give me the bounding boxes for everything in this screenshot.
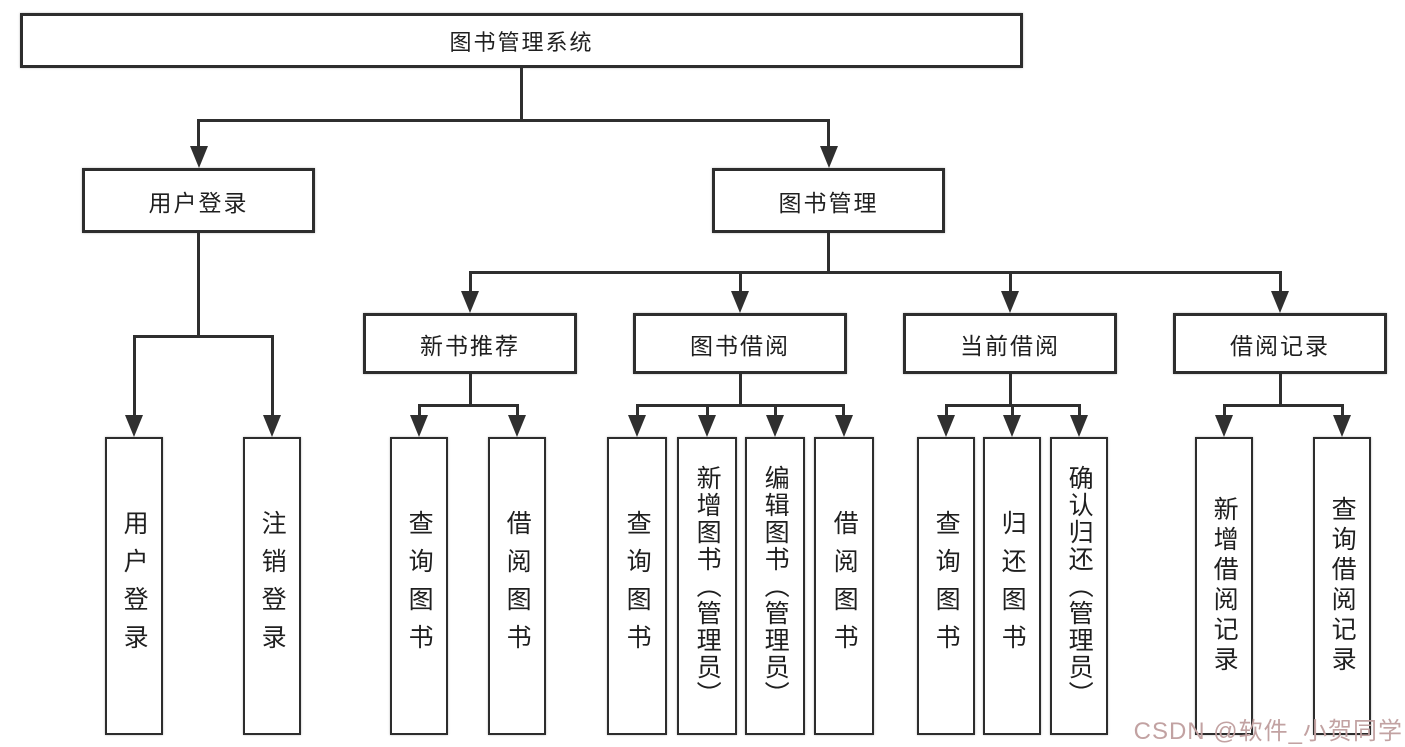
connector-line — [418, 404, 421, 418]
leaf-label: 用户登录 — [120, 510, 149, 662]
leaf-label: 编辑图书（管理员） — [761, 464, 790, 708]
connector-line — [1223, 404, 1226, 418]
arrow-down — [1333, 415, 1351, 437]
connector-line — [1279, 271, 1282, 296]
leaf-label: 确认归还（管理员） — [1065, 464, 1094, 708]
connector-line — [827, 119, 830, 150]
arrow-down — [461, 291, 479, 313]
node-borrowing-records: 借阅记录 — [1173, 313, 1387, 374]
leaf-add-borrow-record: 新增借阅记录 — [1195, 437, 1253, 735]
leaf-label: 查询图书 — [932, 510, 961, 662]
arrow-down — [1070, 415, 1088, 437]
connector-line — [636, 404, 639, 418]
node-label: 新书推荐 — [420, 332, 520, 359]
node-label: 图书借阅 — [690, 332, 790, 359]
connector-line — [133, 335, 136, 420]
connector-line — [1223, 404, 1343, 407]
node-book-borrowing: 图书借阅 — [633, 313, 847, 374]
node-label: 图书管理系统 — [449, 29, 594, 55]
leaf-add-books-admin: 新增图书（管理员） — [677, 437, 737, 735]
arrow-down — [766, 415, 784, 437]
connector-line — [774, 404, 777, 418]
leaf-query-borrow-record: 查询借阅记录 — [1313, 437, 1371, 735]
node-label: 图书管理 — [778, 189, 879, 216]
arrow-down — [1271, 291, 1289, 313]
leaf-query-books: 查询图书 — [607, 437, 667, 735]
connector-line — [706, 404, 709, 418]
connector-line — [197, 119, 830, 122]
connector-line — [739, 271, 742, 296]
arrow-down — [628, 415, 646, 437]
leaf-borrow-books: 借阅图书 — [488, 437, 546, 735]
arrow-down — [125, 415, 143, 437]
connector-line — [739, 374, 742, 407]
connector-line — [516, 404, 519, 418]
arrow-down — [937, 415, 955, 437]
connector-line — [945, 404, 948, 418]
leaf-borrow-books: 借阅图书 — [814, 437, 874, 735]
connector-line — [469, 271, 1282, 274]
arrow-down — [820, 146, 838, 168]
connector-line — [1078, 404, 1081, 418]
connector-line — [1341, 404, 1344, 418]
node-current-borrowing: 当前借阅 — [903, 313, 1117, 374]
connector-line — [469, 374, 472, 407]
arrow-down — [731, 291, 749, 313]
arrow-down — [263, 415, 281, 437]
connector-line — [469, 271, 472, 296]
node-user-login: 用户登录 — [82, 168, 315, 233]
leaf-return-books: 归还图书 — [983, 437, 1041, 735]
connector-line — [418, 404, 519, 407]
leaf-label: 新增图书（管理员） — [693, 464, 722, 708]
csdn-watermark: CSDN @软件_小贺同学 — [1133, 718, 1403, 745]
connector-line — [1009, 374, 1012, 407]
connector-line — [271, 335, 274, 420]
leaf-label: 查询图书 — [623, 510, 652, 662]
leaf-user-login: 用户登录 — [105, 437, 163, 735]
node-book-management: 图书管理 — [712, 168, 945, 233]
leaf-label: 新增借阅记录 — [1210, 496, 1239, 676]
leaf-edit-books-admin: 编辑图书（管理员） — [745, 437, 805, 735]
node-label: 用户登录 — [148, 189, 249, 216]
arrow-down — [835, 415, 853, 437]
connector-line — [197, 119, 200, 150]
leaf-query-books: 查询图书 — [390, 437, 448, 735]
arrow-down — [190, 146, 208, 168]
leaf-label: 查询借阅记录 — [1328, 496, 1357, 676]
arrow-down — [1003, 415, 1021, 437]
node-label: 借阅记录 — [1230, 332, 1330, 359]
arrow-down — [1215, 415, 1233, 437]
leaf-query-books: 查询图书 — [917, 437, 975, 735]
node-new-book-recommendation: 新书推荐 — [363, 313, 577, 374]
arrow-down — [698, 415, 716, 437]
connector-line — [1279, 374, 1282, 407]
connector-line — [1011, 404, 1014, 418]
connector-line — [1009, 271, 1012, 296]
leaf-logout: 注销登录 — [243, 437, 301, 735]
connector-line — [636, 404, 845, 407]
node-label: 当前借阅 — [960, 332, 1060, 359]
leaf-confirm-return-admin: 确认归还（管理员） — [1050, 437, 1108, 735]
arrow-down — [508, 415, 526, 437]
node-library-management-system: 图书管理系统 — [20, 13, 1023, 68]
connector-line — [520, 68, 523, 122]
leaf-label: 查询图书 — [405, 510, 434, 662]
arrow-down — [1001, 291, 1019, 313]
leaf-label: 注销登录 — [258, 510, 287, 662]
connector-line — [827, 233, 830, 274]
connector-line — [133, 335, 274, 338]
leaf-label: 借阅图书 — [503, 510, 532, 662]
connector-line — [842, 404, 845, 418]
arrow-down — [410, 415, 428, 437]
leaf-label: 归还图书 — [998, 510, 1027, 662]
connector-line — [197, 233, 200, 338]
leaf-label: 借阅图书 — [830, 510, 859, 662]
